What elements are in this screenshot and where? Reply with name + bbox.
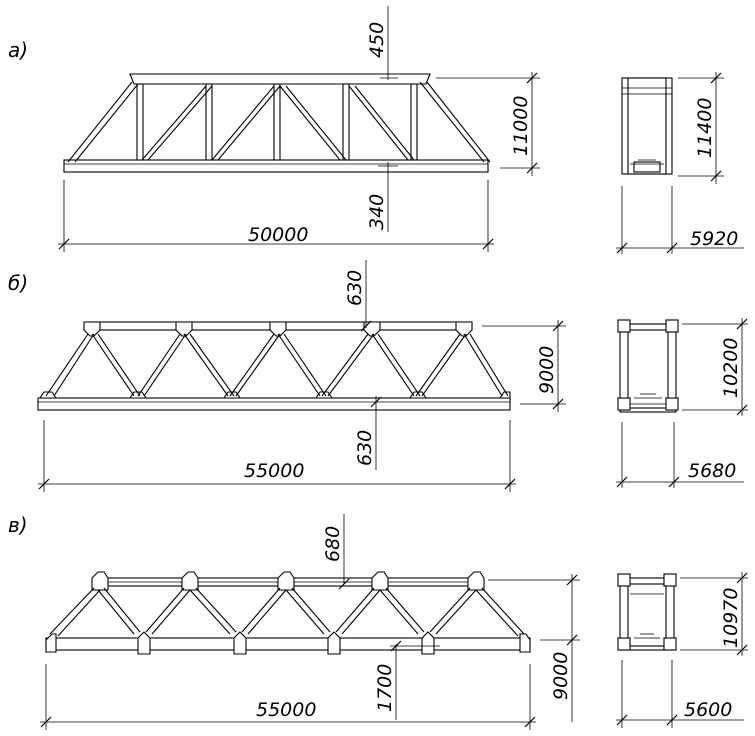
dim-b-bottom-offset: 630	[354, 430, 376, 466]
dim-b-section-width: 5680	[688, 460, 736, 482]
variant-a: а)	[8, 6, 744, 254]
truss-a-verticals	[136, 83, 418, 161]
dim-c-height: 9000	[550, 652, 572, 700]
truss-a-top-chord	[129, 73, 431, 85]
dim-a-height: 11000	[510, 96, 532, 156]
truss-b	[37, 321, 511, 411]
truss-c-bottom-nodes	[45, 631, 531, 655]
dim-c-section-height: 10970	[720, 588, 742, 648]
dim-b-top-offset: 630	[344, 270, 366, 306]
dim-b-height: 9000	[536, 346, 558, 394]
truss-c-diagonals	[49, 587, 525, 637]
truss-a	[63, 73, 491, 173]
truss-b-diagonals	[45, 333, 509, 397]
dim-a-span: 50000	[248, 224, 308, 246]
dim-a-bottom-offset: 340	[366, 194, 388, 230]
truss-c	[45, 571, 531, 655]
truss-a-bottom-chord	[63, 159, 489, 173]
variant-c-label: в)	[8, 513, 28, 537]
dims-a: 450 340 11000 50000	[58, 6, 540, 252]
variant-a-label: а)	[8, 38, 28, 62]
dim-a-top-offset: 450	[366, 22, 388, 58]
dim-c-bottom-offset: 1700	[374, 664, 396, 712]
dim-c-span: 55000	[256, 699, 316, 721]
truss-a-diagonals	[67, 81, 491, 163]
dim-b-section-height: 10200	[720, 338, 742, 398]
section-b: 10200 5680	[616, 318, 748, 488]
dims-c: 680 1700 9000 55000	[40, 514, 580, 730]
truss-b-top-nodes	[83, 321, 473, 337]
dim-c-section-width: 5600	[684, 699, 732, 721]
variant-c: в)	[8, 513, 748, 730]
truss-b-bottom-nodes	[38, 391, 511, 399]
variant-b-label: б)	[8, 271, 28, 295]
truss-c-bottom-chord	[45, 637, 531, 651]
dim-c-top-offset: 680	[322, 526, 344, 562]
truss-c-top-nodes	[91, 571, 485, 591]
dims-b: 630 630 9000 55000	[38, 260, 566, 492]
dim-a-section-height: 11400	[694, 98, 716, 158]
section-a: 11400 5920	[616, 72, 744, 254]
dim-b-span: 55000	[244, 460, 304, 482]
section-c: 10970 5600	[616, 572, 748, 728]
variant-b: б)	[8, 260, 748, 492]
dim-a-section-width: 5920	[690, 228, 738, 250]
truss-b-bottom-chord	[37, 397, 511, 411]
